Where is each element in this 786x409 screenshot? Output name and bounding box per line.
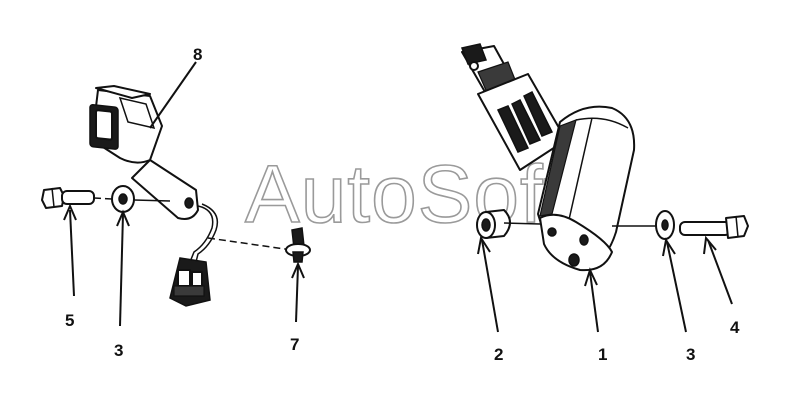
- part-2-spacer: [476, 209, 511, 239]
- leader-3-left: [119, 213, 124, 327]
- routing-dashed-line: [207, 237, 293, 251]
- callout-2: 2: [494, 345, 503, 364]
- arrow-3-left: [116, 209, 130, 227]
- callout-7: 7: [290, 335, 299, 354]
- part-1-retractor: [460, 43, 636, 272]
- part-7-clip: [285, 227, 311, 263]
- right-axis-line-left: [503, 222, 541, 225]
- part-4-bolt: [679, 215, 749, 239]
- part-3-washer-right: [655, 210, 675, 240]
- buckle-connector: [169, 257, 211, 307]
- leader-8: [149, 61, 197, 129]
- callout-8: 8: [193, 45, 202, 64]
- callout-3-right: 3: [686, 345, 695, 364]
- part-8-buckle-assembly: [89, 85, 219, 263]
- leader-5: [69, 209, 75, 297]
- arrow-2: [477, 235, 491, 255]
- arrow-4: [703, 235, 717, 255]
- leader-4: [707, 239, 733, 305]
- leader-2: [481, 239, 499, 333]
- arrow-7: [291, 261, 305, 279]
- leader-3-right: [666, 241, 687, 333]
- callout-3-left: 3: [114, 341, 123, 360]
- callout-5: 5: [65, 311, 74, 330]
- arrow-1: [584, 267, 598, 287]
- leader-7: [295, 265, 299, 323]
- leader-1: [589, 271, 599, 333]
- arrow-3-right: [662, 237, 676, 257]
- arrow-5: [63, 203, 77, 221]
- left-axis-dashed-line: [93, 197, 113, 200]
- part-3-washer-left: [111, 185, 135, 213]
- callout-4: 4: [730, 318, 740, 337]
- watermark-text: AutoSoft: [245, 149, 568, 240]
- callout-1: 1: [598, 345, 607, 364]
- part-5-bolt: [41, 187, 95, 209]
- left-axis-line: [133, 199, 171, 202]
